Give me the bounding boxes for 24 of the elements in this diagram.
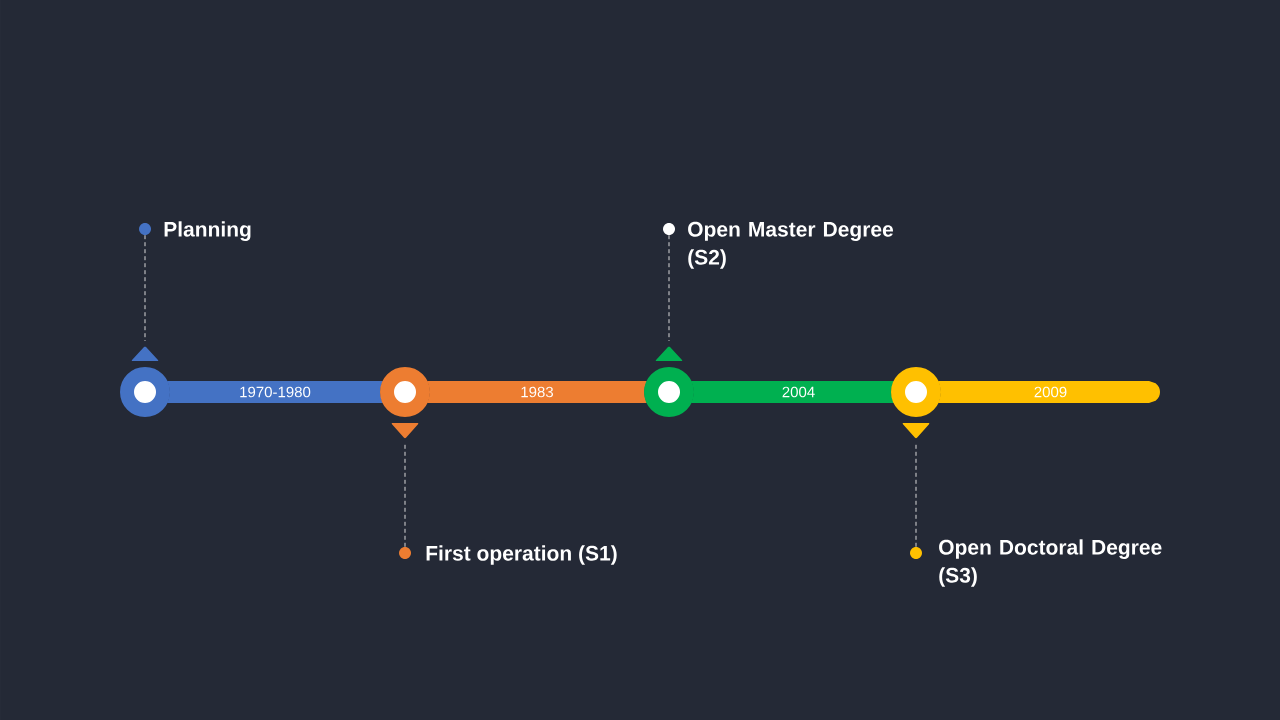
- leader-line: [915, 443, 917, 548]
- event-label: Open Doctoral Degree (S3): [939, 539, 1162, 587]
- event-label: First operation (S1): [426, 545, 617, 565]
- timeline-band: 2004: [691, 381, 894, 403]
- leader-line: [668, 234, 670, 342]
- event-label: Open Master Degree (S2): [688, 221, 893, 269]
- pointer-triangle: [391, 423, 419, 439]
- node-label: 2004: [782, 386, 815, 398]
- leader-line: [144, 234, 146, 342]
- leader-line: [404, 443, 406, 548]
- pointer-triangle: [655, 346, 683, 361]
- node-label: 1983: [521, 386, 554, 398]
- node-label: 2009: [1034, 386, 1067, 398]
- pointer-triangle: [131, 346, 159, 361]
- node-label: 1970-1980: [240, 386, 311, 398]
- event-label: Planning: [164, 221, 251, 241]
- milestone-ring: [644, 367, 694, 417]
- pointer-triangle: [902, 423, 930, 439]
- timeline-band: 1983: [427, 381, 647, 403]
- timeline-band: 2009: [938, 381, 1160, 403]
- milestone-ring: [120, 367, 170, 417]
- milestone-ring: [891, 367, 941, 417]
- timeline-band: 1970-1980: [167, 381, 383, 403]
- milestone-ring: [380, 367, 430, 417]
